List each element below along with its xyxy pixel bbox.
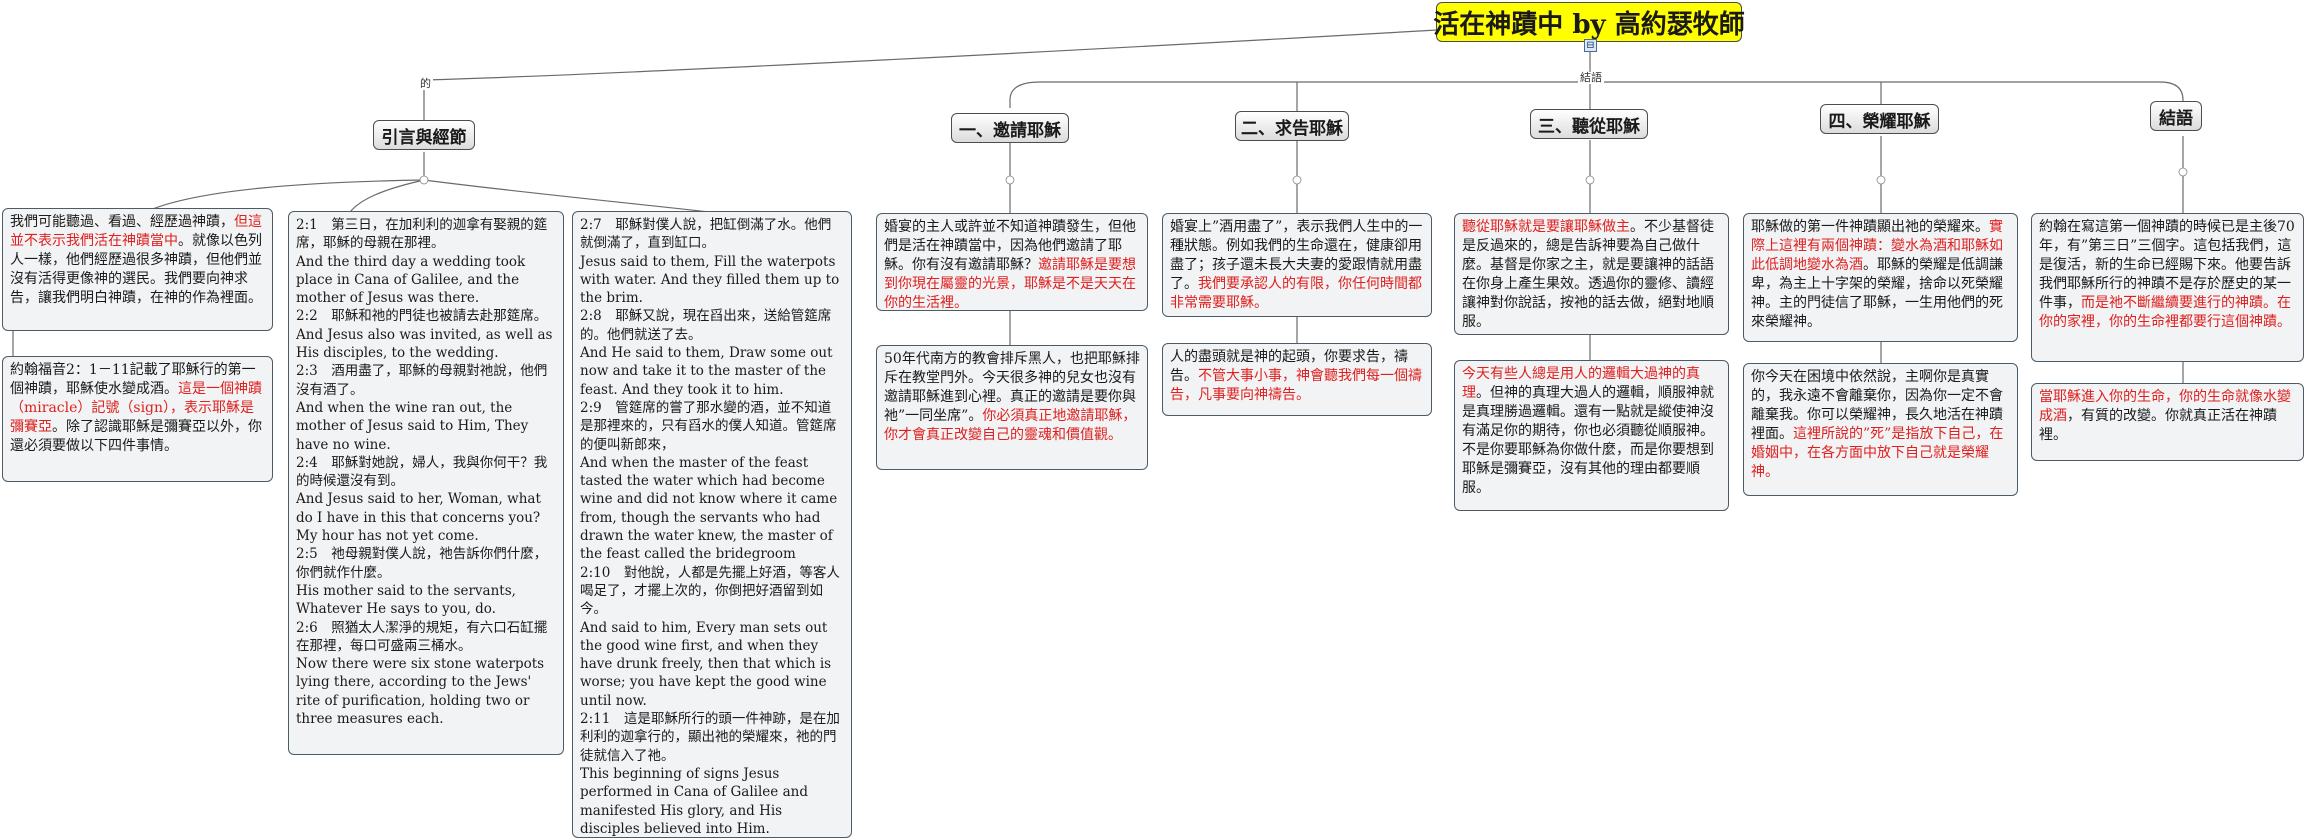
edge-label-right: 結語 [1578, 71, 1604, 84]
card-glorify-1[interactable]: 耶穌做的第一件神蹟顯出祂的榮耀來。實際上這裡有兩個神蹟：變水為酒和耶穌如此低調地… [1743, 213, 2018, 342]
verse-line: And when the master of the feast tasted … [580, 454, 838, 563]
card-glorify-2[interactable]: 你今天在困境中依然說，主啊你是真實的，我永遠不會離棄你，因為你一定不會離棄我。你… [1743, 363, 2018, 496]
card-verses-7-11[interactable]: 2:7 耶穌對僕人說，把缸倒滿了水。他們就倒滿了，直到缸口。 Jesus sai… [572, 211, 852, 838]
card-text: 婚宴的主人或許並不知道神蹟發生，但他們是活在神蹟當中，因為他們邀請了耶穌。你有沒… [884, 219, 1136, 273]
card-text: 。就像以色列人一樣，他們經歷過很多神蹟，但他們並沒有活得更像神的選民。我們要向神… [10, 233, 262, 306]
card-text: 。不少基督徒是反過來的，總是告訴神要為自己做什麼。基督是你家之主，就是要讓神的話… [1462, 219, 1714, 330]
card-highlight: 這裡所說的”死”是指放下自己，在婚姻中，在各方面中放下自己就是榮耀神。 [1751, 426, 2004, 480]
card-highlight: 而是祂不斷繼續要進行的神蹟。在你的家裡，你的生命裡都要行這個神蹟。 [2039, 295, 2291, 330]
verse-line: This beginning of signs Jesus performed … [580, 765, 808, 837]
verse-line: Now there were six stone waterpots lying… [296, 656, 545, 728]
verse-line: And when the wine ran out, the mother of… [296, 399, 529, 453]
card-highlight: 實際上這裡有兩個神蹟：變水為酒和耶穌如此低調地變水為酒 [1751, 219, 2003, 273]
card-text: 婚宴上”酒用盡了”，表示我們人生中的一種狀態。例如我們的生命還在，健康卻用盡了；… [1170, 219, 1423, 292]
topic-call-on-jesus[interactable]: 二、求告耶穌 [1235, 111, 1349, 141]
card-obey-2[interactable]: 今天有些人總是用人的邏輯大過神的真理。但神的真理大過人的邏輯，順服神就是真理勝過… [1454, 360, 1729, 511]
card-obey-1[interactable]: 聽從耶穌就是要讓耶穌做主。不少基督徒是反過來的，總是告訴神要為自己做什麼。基督是… [1454, 213, 1729, 335]
verse-line: His mother said to the servants, Whateve… [296, 582, 516, 618]
verse-line: 2:5 祂母親對僕人說，祂告訴你們什麼，你們就作什麼。 [296, 546, 548, 581]
topic-glorify-jesus-label: 四、榮耀耶穌 [1828, 111, 1931, 132]
verse-line: 2:3 酒用盡了，耶穌的母親對祂說，他們沒有酒了。 [296, 363, 548, 398]
topic-intro[interactable]: 引言與經節 [373, 120, 475, 150]
topic-invite-jesus-label: 一、邀請耶穌 [959, 120, 1061, 141]
verse-line: 2:9 管筵席的嘗了那水變的酒，並不知道是那裡來的，只有舀水的僕人知道。管筵席的… [580, 399, 837, 453]
verse-line: And said to him, Every man sets out the … [580, 619, 832, 709]
card-invite-1[interactable]: 婚宴的主人或許並不知道神蹟發生，但他們是活在神蹟當中，因為他們邀請了耶穌。你有沒… [876, 213, 1148, 311]
card-highlight: 你必須真正地邀請耶穌，你才會真正改變自己的靈魂和價值觀。 [884, 408, 1137, 443]
card-text: 。但神的真理大過人的邏輯，順服神就是真理勝過邏輯。還有一點就是縱使神沒有滿足你的… [1462, 385, 1714, 496]
card-highlight: 我們要承認人的有限，你任何時間都非常需要耶穌。 [1170, 276, 1422, 311]
collapse-toggle-icon[interactable]: ⊟ [1584, 39, 1597, 52]
card-call-1[interactable]: 婚宴上”酒用盡了”，表示我們人生中的一種狀態。例如我們的生命還在，健康卻用盡了；… [1162, 213, 1432, 317]
card-highlight: 邀請耶穌是要想到你現在屬靈的光景，耶穌是不是天天在你的生活裡。 [884, 257, 1136, 311]
topic-conclusion-label: 結語 [2159, 108, 2193, 129]
card-highlight: 不管大事小事，神會聽我們每一個禱告，凡事要向神禱告。 [1170, 368, 1422, 403]
card-text: 約翰福音2：1－11記載了耶穌行的第一個神蹟，耶穌使水變成酒。 [10, 362, 256, 397]
card-text: 。耶穌的榮耀是低調謙卑，為主上十字架的榮耀，捨命以死榮耀神。主的門徒信了耶穌，一… [1751, 257, 2003, 330]
card-conclusion-1[interactable]: 約翰在寫這第一個神蹟的時候已是主後70年，有”第三日”三個字。這包括我們，這是復… [2031, 213, 2304, 362]
verse-line: And Jesus said to her, Woman, what do I … [296, 491, 541, 545]
verse-line: And Jesus also was invited, as well as H… [296, 326, 553, 362]
card-text: ，有質的改變。你就真正活在神蹟裡。 [2039, 408, 2277, 443]
verse-line: 2:11 這是耶穌所行的頭一件神跡，是在加利利的迦拿行的，顯出祂的榮耀來，祂的門… [580, 711, 840, 764]
card-highlight: 聽從耶穌就是要讓耶穌做主 [1462, 219, 1630, 235]
topic-intro-label: 引言與經節 [381, 127, 467, 148]
card-invite-2[interactable]: 50年代南方的教會排斥黑人，也把耶穌排斥在教堂門外。今天很多神的兒女也沒有邀請耶… [876, 345, 1148, 470]
central-topic-label: 活在神蹟中 by 高約瑟牧師 [1433, 9, 1745, 40]
verse-line: 2:2 耶穌和祂的門徒也被請去赴那筵席。 [296, 308, 548, 325]
verse-line: 2:7 耶穌對僕人說，把缸倒滿了水。他們就倒滿了，直到缸口。 [580, 217, 832, 252]
central-topic[interactable]: 活在神蹟中 by 高約瑟牧師 [1433, 2, 1745, 42]
verse-line: 2:10 對他說，人都是先擺上好酒，等客人喝足了，才擺上次的，你倒把好酒留到如今… [580, 564, 840, 618]
card-text: 耶穌做的第一件神蹟顯出祂的榮耀來。 [1751, 219, 1989, 235]
card-highlight: 這是一個神蹟（miracle）記號（sign），表示耶穌是彌賽亞 [10, 381, 262, 435]
card-conclusion-2[interactable]: 當耶穌進入你的生命，你的生命就像水變成酒，有質的改變。你就真正活在神蹟裡。 [2031, 383, 2304, 461]
card-text: 。除了認識耶穌是彌賽亞以外，你還必須要做以下四件事情。 [10, 419, 262, 454]
card-text: 50年代南方的教會排斥黑人，也把耶穌排斥在教堂門外。今天很多神的兒女也沒有邀請耶… [884, 351, 1140, 424]
verse-line: And He said to them, Draw some out now a… [580, 345, 833, 398]
topic-obey-jesus-label: 三、聽從耶穌 [1538, 116, 1640, 137]
verse-line: And the third day a wedding took place i… [296, 253, 526, 307]
topic-conclusion[interactable]: 結語 [2150, 101, 2202, 131]
card-highlight: 但這並不表示我們活在神蹟當中 [10, 214, 262, 249]
verse-line: 2:6 照猶太人潔淨的規矩，有六口石缸擺在那裡，每口可盛兩三桶水。 [296, 619, 548, 654]
topic-obey-jesus[interactable]: 三、聽從耶穌 [1530, 109, 1648, 139]
connector-root-intro [423, 29, 1438, 122]
card-highlight: 今天有些人總是用人的邏輯大過神的真理 [1462, 366, 1700, 401]
card-intro-1[interactable]: 我們可能聽過、看過、經歷過神蹟，但這並不表示我們活在神蹟當中。就像以色列人一樣，… [2, 208, 273, 331]
card-text: 人的盡頭就是神的起頭，你要求告，禱告。 [1170, 349, 1408, 384]
topic-invite-jesus[interactable]: 一、邀請耶穌 [951, 113, 1069, 143]
card-intro-2[interactable]: 約翰福音2：1－11記載了耶穌行的第一個神蹟，耶穌使水變成酒。這是一個神蹟（mi… [2, 356, 273, 482]
verse-line: 2:4 耶穌對她說，婦人，我與你何干？我的時候還沒有到。 [296, 454, 548, 490]
card-text: 約翰在寫這第一個神蹟的時候已是主後70年，有”第三日”三個字。這包括我們，這是復… [2039, 219, 2295, 311]
card-text: 我們可能聽過、看過、經歷過神蹟， [10, 214, 234, 230]
verse-line: 2:8 耶穌又說，現在舀出來，送給管筵席的。他們就送了去。 [580, 308, 832, 343]
topic-call-on-jesus-label: 二、求告耶穌 [1241, 118, 1343, 139]
topic-glorify-jesus[interactable]: 四、榮耀耶穌 [1820, 104, 1939, 134]
verse-line: Jesus said to them, Fill the waterpots w… [580, 253, 840, 307]
card-highlight: 當耶穌進入你的生命，你的生命就像水變成酒 [2039, 389, 2291, 424]
verse-line: 2:1 第三日，在加利利的迦拿有娶親的筵席，耶穌的母親在那裡。 [296, 217, 548, 252]
card-verses-1-6[interactable]: 2:1 第三日，在加利利的迦拿有娶親的筵席，耶穌的母親在那裡。 And the … [288, 211, 564, 755]
card-text: 你今天在困境中依然說，主啊你是真實的，我永遠不會離棄你，因為你一定不會離棄我。你… [1751, 369, 2003, 442]
edge-label-left: 的 [418, 77, 433, 90]
card-call-2[interactable]: 人的盡頭就是神的起頭，你要求告，禱告。不管大事小事，神會聽我們每一個禱告，凡事要… [1162, 343, 1432, 416]
